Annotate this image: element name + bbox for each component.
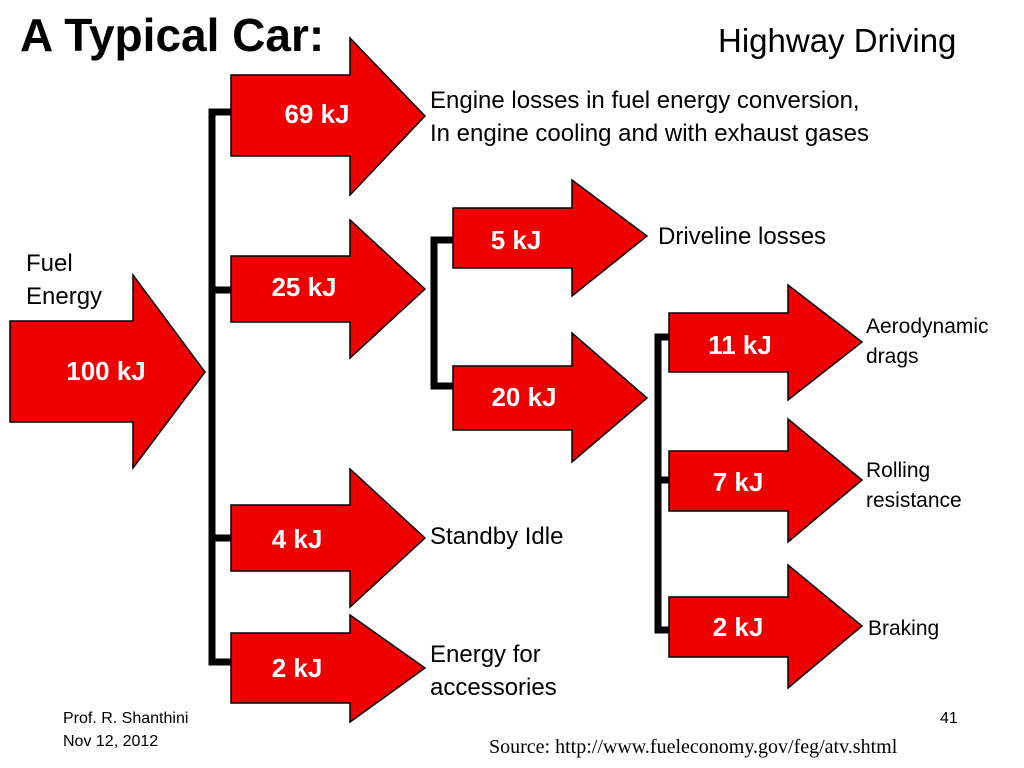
braking-line1: Braking bbox=[868, 617, 940, 640]
aerodynamic-line2: drags bbox=[866, 345, 919, 368]
fuel-energy-label-line1: Fuel bbox=[26, 250, 73, 277]
arrow-rolling: 7 kJ bbox=[668, 417, 864, 544]
arrow-value: 4 kJ bbox=[272, 524, 323, 554]
engine-losses-label: Engine losses in fuel energy conversion,… bbox=[430, 84, 869, 150]
rolling-line1: Rolling bbox=[866, 459, 931, 482]
arrow-shape bbox=[668, 283, 864, 402]
engine-losses-line2: In engine cooling and with exhaust gases bbox=[430, 120, 869, 147]
arrow-value: 7 kJ bbox=[713, 467, 764, 497]
standby-idle-line1: Standby Idle bbox=[430, 523, 564, 550]
accessories-line2: accessories bbox=[430, 674, 557, 701]
arrow-value: 20 kJ bbox=[491, 382, 556, 412]
arrow-shape bbox=[452, 331, 649, 464]
aerodynamic-label: Aerodynamic drags bbox=[866, 312, 989, 372]
arrow-fuel-energy: 100 kJ bbox=[9, 272, 206, 471]
driveline-losses-label: Driveline losses bbox=[658, 220, 826, 253]
arrow-shape bbox=[230, 36, 427, 197]
page-number: 41 bbox=[940, 710, 958, 727]
aerodynamic-line1: Aerodynamic bbox=[866, 315, 989, 338]
braking-label: Braking bbox=[868, 614, 939, 644]
arrow-value: 25 kJ bbox=[271, 272, 336, 302]
fuel-energy-label-line2: Energy bbox=[26, 283, 103, 310]
standby-idle-label: Standby Idle bbox=[430, 520, 563, 553]
page-title: A Typical Car: bbox=[20, 9, 325, 61]
arrow-shape bbox=[230, 467, 427, 609]
driveline-losses-line1: Driveline losses bbox=[658, 223, 827, 250]
arrow-engine-losses: 69 kJ bbox=[230, 36, 427, 197]
arrow-accessories: 2 kJ bbox=[230, 613, 427, 724]
rolling-label: Rolling resistance bbox=[866, 456, 962, 516]
page-subtitle: Highway Driving bbox=[718, 22, 957, 59]
arrow-shape bbox=[9, 272, 206, 471]
arrow-value: 5 kJ bbox=[491, 225, 542, 255]
arrow-value: 100 kJ bbox=[66, 356, 146, 386]
arrow-shape bbox=[230, 613, 427, 724]
footer-author: Prof. R. Shanthini bbox=[63, 710, 189, 727]
arrow-shape bbox=[230, 218, 427, 360]
arrow-shape bbox=[452, 178, 649, 298]
arrow-value: 11 kJ bbox=[708, 330, 772, 360]
arrow-standby-idle: 4 kJ bbox=[230, 467, 427, 609]
engine-losses-line1: Engine losses in fuel energy conversion, bbox=[430, 87, 860, 114]
arrow-braking: 2 kJ bbox=[668, 563, 864, 690]
arrow-shape bbox=[668, 563, 864, 690]
source-citation: Source: http://www.fueleconomy.gov/feg/a… bbox=[489, 736, 898, 758]
fuel-energy-label: Fuel Energy bbox=[26, 247, 102, 313]
arrow-driveline-losses: 5 kJ bbox=[452, 178, 649, 298]
footer-date: Nov 12, 2012 bbox=[63, 733, 159, 750]
rolling-line2: resistance bbox=[866, 489, 962, 512]
arrow-value: 2 kJ bbox=[272, 653, 323, 683]
arrow-delivered: 20 kJ bbox=[452, 331, 649, 464]
arrow-aerodynamic: 11 kJ bbox=[668, 283, 864, 402]
footer-author-date: Prof. R. Shanthini Nov 12, 2012 bbox=[63, 707, 188, 753]
connector-level1 bbox=[208, 108, 266, 666]
arrow-to-wheels: 25 kJ bbox=[230, 218, 427, 360]
accessories-label: Energy for accessories bbox=[430, 638, 557, 704]
arrow-shape bbox=[668, 417, 864, 544]
arrow-value: 69 kJ bbox=[284, 99, 349, 129]
accessories-line1: Energy for bbox=[430, 641, 541, 668]
arrow-value: 2 kJ bbox=[713, 612, 764, 642]
